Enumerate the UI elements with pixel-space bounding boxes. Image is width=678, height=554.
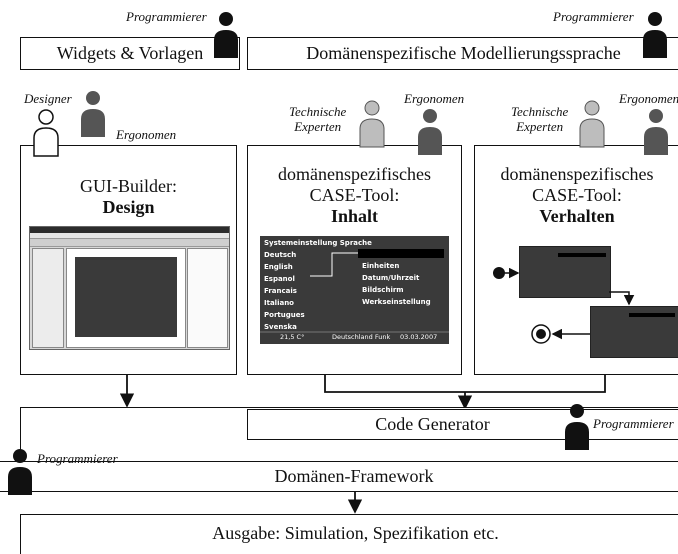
role-ergonomen-behavior: Ergonomen <box>619 91 678 106</box>
case-behavior-title-line1: domänenspezifisches <box>500 164 654 184</box>
code-generator-label: Code Generator <box>375 414 490 434</box>
role-designer: Designer <box>24 91 72 106</box>
framework-label: Domänen-Framework <box>274 466 434 486</box>
language-menu-item: Francais <box>264 287 297 295</box>
gui-builder-screenshot <box>29 226 230 350</box>
language-menu-item: Svenska <box>264 323 297 331</box>
widgets-templates-box: Widgets & Vorlagen <box>20 37 240 70</box>
role-experts-behavior-line2: Experten <box>516 119 564 134</box>
merge-line-case-tools <box>324 374 606 393</box>
role-experts-behavior-line1: Technische <box>511 104 569 119</box>
role-experts-content: Technische Experten <box>289 104 346 134</box>
output-box: Ausgabe: Simulation, Spezifikation etc. <box>20 514 678 554</box>
case-content-panel: domänenspezifisches CASE-Tool: Inhalt Sy… <box>247 145 462 375</box>
framework-label-wrap: Domänen-Framework <box>0 461 678 492</box>
role-programmer-dsl: Programmierer <box>553 9 634 24</box>
role-programmer-codegen: Programmierer <box>593 416 674 431</box>
case-behavior-title: domänenspezifisches CASE-Tool: Verhalten <box>475 164 678 227</box>
settings-option-item: Einheiten <box>362 262 400 270</box>
case-behavior-title-line2: CASE-Tool: <box>532 185 622 205</box>
settings-option-item: Werkseinstellung <box>362 298 431 306</box>
role-experts-behavior: Technische Experten <box>511 104 568 134</box>
role-programmer-framework: Programmierer <box>37 451 118 466</box>
status-station: Deutschland Funk <box>332 333 391 341</box>
language-menu-item: Italiano <box>264 299 294 307</box>
role-experts-content-line2: Experten <box>294 119 342 134</box>
language-menu-connector <box>260 252 449 333</box>
behavior-screen-2 <box>590 306 678 358</box>
language-menu-item: Portugues <box>264 311 305 319</box>
code-generator-box: Code Generator <box>247 409 678 440</box>
language-menu-item: Espanol <box>264 275 295 283</box>
dsl-label: Domänenspezifische Modellierungssprache <box>306 43 621 63</box>
role-programmer-widgets: Programmierer <box>126 9 207 24</box>
widgets-templates-label: Widgets & Vorlagen <box>56 43 204 63</box>
case-behavior-title-line3: Verhalten <box>539 206 615 226</box>
settings-option-item: Datum/Uhrzeit <box>362 274 420 282</box>
language-menu-item: Deutsch <box>264 251 297 259</box>
case-content-title-line3: Inhalt <box>330 206 379 226</box>
settings-option-item: Bildschirm <box>362 286 404 294</box>
behavior-flow <box>493 267 635 344</box>
case-content-title: domänenspezifisches CASE-Tool: Inhalt <box>248 164 461 227</box>
status-date: 03.03.2007 <box>400 333 438 341</box>
dsl-box: Domänenspezifische Modellierungssprache <box>247 37 678 70</box>
role-ergonomen-content: Ergonomen <box>404 91 465 106</box>
role-ergonomen-gui: Ergonomen <box>116 127 177 142</box>
role-experts-content-line1: Technische <box>289 104 347 119</box>
gui-builder-title: GUI-Builder: Design <box>21 176 236 218</box>
output-label: Ausgabe: Simulation, Spezifikation etc. <box>212 523 499 543</box>
case-behavior-panel: domänenspezifisches CASE-Tool: Verhalten <box>474 145 678 375</box>
case-content-title-line1: domänenspezifisches <box>278 164 431 184</box>
gui-builder-title-line1: GUI-Builder: <box>80 176 177 196</box>
start-state-icon <box>493 267 505 279</box>
behavior-screen-1 <box>519 246 611 298</box>
case-content-title-line2: CASE-Tool: <box>309 185 400 205</box>
gui-builder-panel: GUI-Builder: Design <box>20 145 237 375</box>
gui-builder-title-line2: Design <box>102 197 155 217</box>
language-menu-item: English <box>264 263 293 271</box>
language-menu-header: Systemeinstellung Sprache <box>264 239 372 247</box>
status-temperature: 21,5 C° <box>280 333 305 341</box>
framework-bottom-box <box>0 461 678 492</box>
